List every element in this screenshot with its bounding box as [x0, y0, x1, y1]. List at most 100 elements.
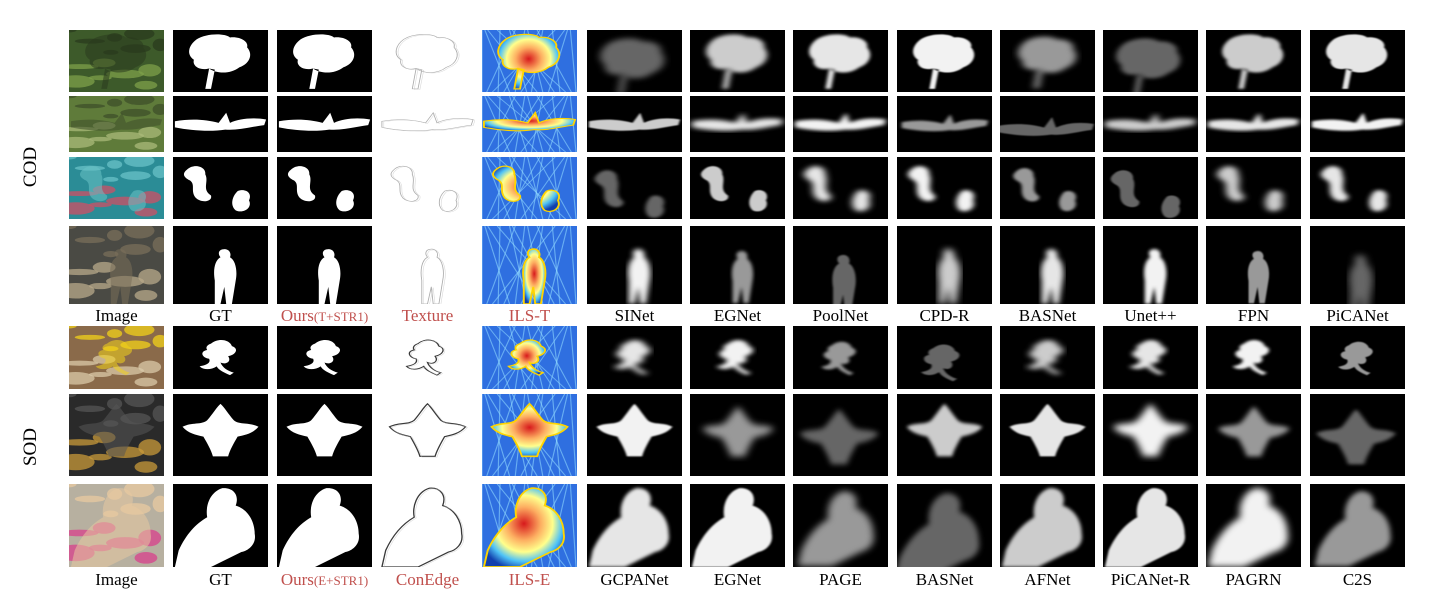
- cod-row-1-col-10-image: [1000, 30, 1095, 92]
- cod-row-4-col-12-image: [1206, 226, 1301, 304]
- cod-caption-10: BASNet: [990, 306, 1105, 326]
- sod-row-1-col-1-image: [69, 326, 164, 389]
- sod-row-1-col-3-image: [277, 326, 372, 389]
- sod-caption-12: PAGRN: [1196, 570, 1311, 590]
- caption-text: Image: [95, 306, 138, 325]
- cod-caption-11: Unet++: [1093, 306, 1208, 326]
- cod-caption-6: SINet: [577, 306, 692, 326]
- cod-row-1-col-6-image: [587, 30, 682, 92]
- cod-row-2-col-7-image: [690, 96, 785, 152]
- sod-row-3-col-8-image: [793, 484, 888, 567]
- cod-row-2-col-13-image: [1310, 96, 1405, 152]
- sod-row-3-col-1-image: [69, 484, 164, 567]
- cod-row-1-col-13-image: [1310, 30, 1405, 92]
- cod-row-3-col-13-image: [1310, 157, 1405, 219]
- sod-row-2-col-12-image: [1206, 394, 1301, 476]
- cod-caption-9: CPD-R: [887, 306, 1002, 326]
- cod-caption-1: Image: [59, 306, 174, 326]
- caption-subscript: (T+STR1): [313, 309, 369, 324]
- sod-caption-4: ConEdge: [370, 570, 485, 590]
- cod-row-3-col-9-image: [897, 157, 992, 219]
- cod-row-1-col-7-image: [690, 30, 785, 92]
- caption-text: GT: [209, 570, 232, 589]
- cod-row-4-col-8-image: [793, 226, 888, 304]
- caption-text: Ours: [280, 570, 314, 589]
- cod-row-4-col-6-image: [587, 226, 682, 304]
- caption-text: GT: [209, 306, 232, 325]
- caption-text: Texture: [401, 306, 454, 325]
- cod-row-4-col-10-image: [1000, 226, 1095, 304]
- cod-row-4-col-11-image: [1103, 226, 1198, 304]
- sod-row-1-col-7-image: [690, 326, 785, 389]
- sod-caption-7: EGNet: [680, 570, 795, 590]
- sod-row-3-col-4-image: [380, 484, 475, 567]
- caption-text: Unet++: [1124, 306, 1177, 325]
- sod-row-3-col-3-image: [277, 484, 372, 567]
- sod-caption-5: ILS-E: [472, 570, 587, 590]
- cod-row-4-col-9-image: [897, 226, 992, 304]
- sod-row-1-col-5-image: [482, 326, 577, 389]
- sod-row-3-col-10-image: [1000, 484, 1095, 567]
- caption-text: PiCANet-R: [1110, 570, 1191, 589]
- cod-row-2-col-9-image: [897, 96, 992, 152]
- cod-row-4-col-2-image: [173, 226, 268, 304]
- sod-row-2-col-11-image: [1103, 394, 1198, 476]
- sod-row-2-col-9-image: [897, 394, 992, 476]
- cod-row-3-col-1-image: [69, 157, 164, 219]
- cod-row-2-col-1-image: [69, 96, 164, 152]
- caption-text: Image: [95, 570, 138, 589]
- cod-row-3-col-12-image: [1206, 157, 1301, 219]
- sod-row-2-col-2-image: [173, 394, 268, 476]
- sod-row-1-col-2-image: [173, 326, 268, 389]
- caption-text: ILS-E: [508, 570, 551, 589]
- caption-text: BASNet: [915, 570, 974, 589]
- cod-caption-5: ILS-T: [472, 306, 587, 326]
- cod-row-2-col-3-image: [277, 96, 372, 152]
- sod-row-2-col-6-image: [587, 394, 682, 476]
- cod-row-1-col-12-image: [1206, 30, 1301, 92]
- caption-text: SINet: [614, 306, 655, 325]
- cod-row-1-col-3-image: [277, 30, 372, 92]
- cod-row-3-col-6-image: [587, 157, 682, 219]
- caption-text: CPD-R: [919, 306, 970, 325]
- cod-row-4-col-1-image: [69, 226, 164, 304]
- cod-row-2-col-10-image: [1000, 96, 1095, 152]
- sod-section-label: SOD: [20, 427, 41, 466]
- sod-row-2-col-7-image: [690, 394, 785, 476]
- sod-row-3-col-5-image: [482, 484, 577, 567]
- caption-text: PAGRN: [1225, 570, 1282, 589]
- sod-row-3-col-12-image: [1206, 484, 1301, 567]
- sod-row-1-col-8-image: [793, 326, 888, 389]
- cod-row-3-col-2-image: [173, 157, 268, 219]
- sod-caption-3: Ours(E+STR1): [267, 570, 382, 590]
- cod-caption-2: GT: [163, 306, 278, 326]
- caption-text: EGNet: [713, 306, 762, 325]
- cod-row-2-col-6-image: [587, 96, 682, 152]
- sod-caption-1: Image: [59, 570, 174, 590]
- sod-row-2-col-13-image: [1310, 394, 1405, 476]
- caption-text: PAGE: [819, 570, 862, 589]
- cod-row-1-col-4-image: [380, 30, 475, 92]
- caption-text: BASNet: [1018, 306, 1077, 325]
- sod-caption-9: BASNet: [887, 570, 1002, 590]
- cod-row-3-col-10-image: [1000, 157, 1095, 219]
- cod-row-4-col-3-image: [277, 226, 372, 304]
- cod-row-3-col-8-image: [793, 157, 888, 219]
- sod-row-3-col-11-image: [1103, 484, 1198, 567]
- cod-row-2-col-2-image: [173, 96, 268, 152]
- cod-row-4-col-13-image: [1310, 226, 1405, 304]
- cod-caption-3: Ours(T+STR1): [267, 306, 382, 326]
- cod-caption-8: PoolNet: [783, 306, 898, 326]
- caption-subscript: (E+STR1): [313, 573, 369, 588]
- caption-text: EGNet: [713, 570, 762, 589]
- sod-row-1-col-11-image: [1103, 326, 1198, 389]
- sod-row-2-col-5-image: [482, 394, 577, 476]
- sod-row-1-col-12-image: [1206, 326, 1301, 389]
- cod-row-1-col-8-image: [793, 30, 888, 92]
- cod-row-2-col-12-image: [1206, 96, 1301, 152]
- cod-caption-13: PiCANet: [1300, 306, 1415, 326]
- cod-caption-4: Texture: [370, 306, 485, 326]
- sod-row-1-col-6-image: [587, 326, 682, 389]
- caption-text: ConEdge: [395, 570, 460, 589]
